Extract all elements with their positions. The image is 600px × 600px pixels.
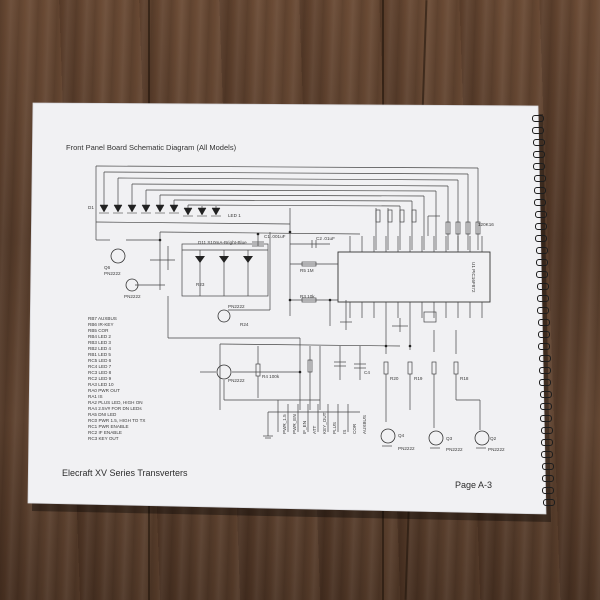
transistors — [110, 248, 490, 446]
net-label: PLUS — [332, 421, 337, 434]
port-list-item: RC2 IF ENABLE — [88, 430, 122, 435]
port-list-item: RC4 LED 7 — [88, 364, 112, 369]
capacitor-c1-label: C1 .001uF — [264, 234, 286, 239]
capacitor-c2-label: C2 .01uF — [316, 236, 335, 241]
schematic-title: Front Panel Board Schematic Diagram (All… — [66, 143, 237, 152]
port-list-item: RA2 PLUS LED, HIGH ON — [88, 400, 143, 405]
port-list-item: RC3 LED 8 — [88, 370, 112, 375]
led-array-label: D11 S10mA-Bright-Blue — [198, 240, 247, 245]
document-footer-title: Elecraft XV Series Transverters — [62, 468, 188, 478]
port-list-item: RB2 LED 4 — [88, 346, 111, 351]
port-list-item: RC1 PWR ENABLE — [88, 424, 129, 429]
page-number: Page A-3 — [455, 480, 493, 490]
transistor-q5-part: PN2222 — [124, 294, 141, 299]
resistor-r19-label: R19 — [414, 376, 423, 381]
capacitor-c4-label: C4 — [364, 370, 370, 375]
port-list-item: RA5 DNI LED — [88, 412, 117, 417]
net-label: PWR_1.5 — [282, 414, 287, 434]
port-list-item: RB7 AUXBUS — [88, 316, 117, 321]
transistor-q2-ref: Q2 — [490, 436, 497, 441]
led-label: LED 1 — [228, 213, 241, 218]
transistor-q1-part: PN2222 — [228, 378, 245, 383]
port-list-item: RB6 IR-KEY — [88, 322, 114, 327]
net-label: AUXBUS — [362, 415, 367, 434]
resistor-r18-label: R18 — [460, 376, 469, 381]
port-list-item: RA4 2.5V# FOR DN LEDs — [88, 406, 142, 411]
port-list-item: RA0 PWR OUT — [88, 388, 120, 393]
transistor-q4-part: PN2222 — [398, 446, 415, 451]
transistor-q2-part: PN2222 — [488, 447, 505, 452]
port-list-item: RB1 LED 5 — [88, 352, 111, 357]
port-list-item: RC0 PWR 1.5, HIGH TO TX — [88, 418, 146, 423]
port-list: RB7 AUXBUS RB6 IR-KEY RB5 COR RB4 LED 2 … — [88, 316, 145, 442]
resistor-r5-label: R5 1M — [300, 268, 314, 273]
port-list-item: RA3 LED 10 — [88, 382, 114, 387]
resistor-r4-label: R4 100k — [262, 374, 280, 379]
transistor-q6-ref: Q6 — [104, 265, 111, 270]
resistor-r20-label: R20 — [390, 376, 399, 381]
resistor-r3-label: R3 10k — [300, 294, 315, 299]
transistor-q4-ref: Q4 — [398, 433, 405, 438]
diode-label: D1 — [88, 205, 94, 210]
resistor-r24-label: R24 — [240, 322, 249, 327]
transistor-q3-part: PN2222 — [446, 447, 463, 452]
schematic-drawing — [95, 165, 491, 449]
led-row — [99, 204, 221, 217]
junction-dots — [158, 230, 412, 374]
port-list-item: RB3 LED 3 — [88, 340, 111, 345]
resistor-r23-label: R23 — [196, 282, 205, 287]
led-array — [195, 256, 253, 263]
transistor-q6-part: PN2222 — [104, 271, 121, 276]
net-label: IF_EN — [302, 420, 307, 434]
header-label: 120K16 — [478, 222, 494, 227]
transistor-q7-part: PN2222 — [228, 304, 245, 309]
port-list-item: RB4 LED 2 — [88, 334, 111, 339]
port-list-item: RA1 IS — [88, 394, 103, 399]
port-list-item: RC2 LED 9 — [88, 376, 112, 381]
net-label: IS — [342, 429, 347, 434]
transistor-q3-ref: Q3 — [446, 436, 453, 441]
net-label: ATT — [312, 425, 317, 434]
paper-sheet — [28, 103, 546, 514]
net-label: COR — [352, 423, 357, 434]
net-label: KEY_OUT — [322, 412, 327, 434]
ic-label: U1 PIC16F872 — [471, 262, 476, 293]
port-list-item: RB5 COR — [88, 328, 109, 333]
port-list-item: RC5 LED 6 — [88, 358, 112, 363]
net-label: PWR_EN — [292, 414, 297, 434]
port-list-item: RC3 KEY OUT — [88, 436, 119, 441]
